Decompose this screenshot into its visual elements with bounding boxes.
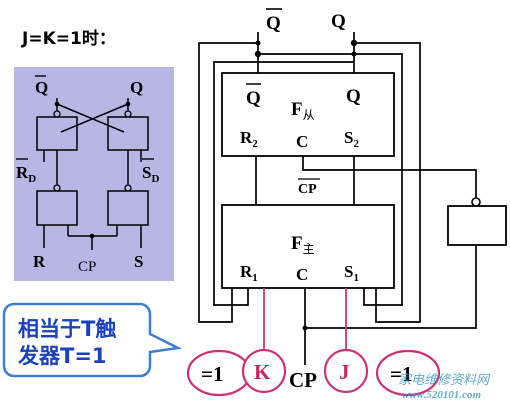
inset-rd-label: RD [16,163,36,185]
slave-qbar-label: Q [246,88,261,109]
cp-bar-label: CP [298,182,317,197]
output-qbar-label: Q [266,13,281,34]
output-q-label: Q [331,11,346,32]
inset-sd-label: SD [142,163,159,185]
inset-bubble-bl [53,184,61,192]
slave-q-label: Q [346,86,361,107]
callout: 相当于T触 发器T=1 [2,302,183,378]
inset-qbar-label: Q [35,78,48,97]
master-box [221,204,395,289]
right-value-label: =1 [390,362,412,386]
k-input-label: K [254,360,271,384]
slave-flip-flop: Q Q F从 R2 C S2 [221,72,395,157]
callout-bubble [2,302,183,378]
inset-gate-top-right [107,116,149,151]
slave-name-label: F从 [291,99,315,122]
inset-bubble-br [124,184,132,192]
watermark: 家电维修资料网 www.520101.com [398,372,491,401]
inset-gate-bottom-right [107,190,149,226]
inverter-box [447,205,507,246]
inset-r-label: R [33,252,46,271]
inverter-bubble [471,197,481,207]
slave-box [221,72,395,157]
j-input-ring [323,348,369,394]
watermark-line-2: www.520101.com [402,389,481,401]
callout-line-1: 相当于T触 [18,317,116,341]
inset-background [14,67,174,281]
inset-nodes [54,101,131,239]
condition-label: J=K=1时： [21,29,116,49]
k-input-ring [241,348,287,394]
master-c-label: C [296,265,308,284]
inset-schematic: Q Q RD SD R CP S [14,67,174,281]
slave-r2-label: R2 [240,128,258,150]
master-s1-label: S1 [344,262,359,284]
master-name-label: F主 [291,233,315,256]
jk-input-wires [263,288,347,350]
inset-bubble-tl [53,110,61,118]
right-value-ring [375,349,441,397]
clock-inverter [447,197,507,246]
master-r1-label: R1 [240,262,258,284]
inset-cp-label: CP [78,259,96,275]
inset-gate-top-left [36,116,78,151]
output-junctions [254,39,358,331]
inset-gate-bottom-left [36,190,78,226]
inset-bubble-tr [124,110,132,118]
input-row: =1 K CP J =1 [186,348,441,397]
inset-q-label: Q [130,78,143,97]
slave-s2-label: S2 [344,128,359,150]
callout-line-2: 发器T=1 [17,344,107,368]
j-input-label: J [339,360,350,384]
inset-wires [43,98,142,250]
cp-input-label: CP [289,368,317,392]
slave-c-label: C [296,132,308,151]
master-flip-flop: F主 R1 C S1 [221,204,395,289]
watermark-line-1: 家电维修资料网 [398,372,491,388]
inset-s-label: S [134,252,143,271]
left-value-label: =1 [201,362,223,386]
output-labels: Q Q [266,8,346,34]
